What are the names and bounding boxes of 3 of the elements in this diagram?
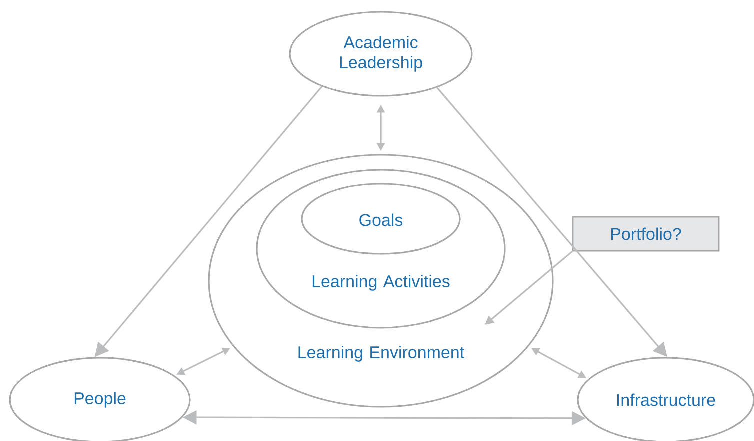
ellipse-node: Goals [301,183,461,255]
ellipse-node: Academic Leadership [289,11,473,97]
label-box: Portfolio? [572,216,720,252]
